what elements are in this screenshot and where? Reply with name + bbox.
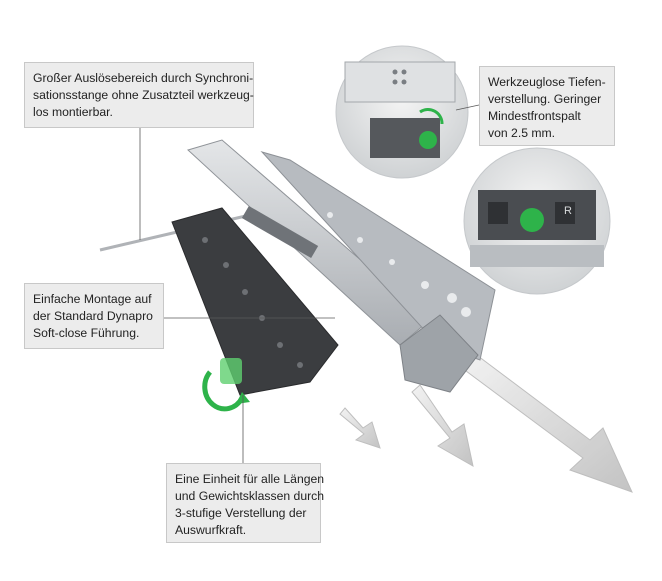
plate-holes bbox=[202, 237, 303, 368]
callout-line: sationsstange ohne Zusatzteil werkzeug- bbox=[33, 88, 254, 102]
detail-circle-top bbox=[335, 45, 469, 179]
depth-adjust-wheel bbox=[520, 208, 544, 232]
detail-mark: R bbox=[564, 205, 572, 217]
callout-line: der Standard Dynapro bbox=[33, 309, 153, 323]
callout-line: verstellung. Geringer bbox=[488, 92, 602, 106]
callout-line: und Gewichtsklassen durch bbox=[175, 489, 325, 503]
detail-circle-right: R bbox=[463, 147, 611, 295]
callout-line: Eine Einheit für alle Längen bbox=[175, 472, 325, 486]
callout-line: von 2.5 mm. bbox=[488, 126, 556, 140]
motion-arrow-small bbox=[339, 407, 381, 449]
callout-line: 3-stufige Verstellung der bbox=[175, 506, 307, 520]
callout-depth-adjust: Werkzeuglose Tiefen- verstellung. Gering… bbox=[479, 66, 615, 146]
leader-lines bbox=[139, 104, 480, 463]
ejection-adjust-wheel bbox=[202, 358, 250, 412]
callout-line: Soft-close Führung. bbox=[33, 326, 140, 340]
bracket-holes bbox=[327, 212, 471, 317]
motion-arrow-large bbox=[461, 349, 633, 493]
callout-line: Großer Auslösebereich durch Synchroni- bbox=[33, 71, 254, 85]
inner-mechanism bbox=[241, 205, 319, 259]
callout-ejection-force: Eine Einheit für alle Längen und Gewicht… bbox=[166, 463, 325, 543]
motion-arrow-middle bbox=[411, 384, 474, 467]
depth-adjust-knob bbox=[419, 131, 437, 149]
perforated-bracket bbox=[260, 151, 496, 361]
callout-line: Werkzeuglose Tiefen- bbox=[488, 75, 606, 89]
callout-line: los montierbar. bbox=[33, 105, 113, 119]
runner-front-end bbox=[399, 314, 479, 393]
callout-sync-rod: Großer Auslösebereich durch Synchroni- s… bbox=[24, 62, 254, 128]
callout-line: Auswurfkraft. bbox=[175, 523, 247, 537]
callout-line: Mindestfrontspalt bbox=[488, 109, 581, 123]
motion-arrows bbox=[339, 349, 633, 493]
callout-mounting: Einfache Montage auf der Standard Dynapr… bbox=[24, 283, 164, 349]
callout-line: Einfache Montage auf bbox=[33, 292, 152, 306]
